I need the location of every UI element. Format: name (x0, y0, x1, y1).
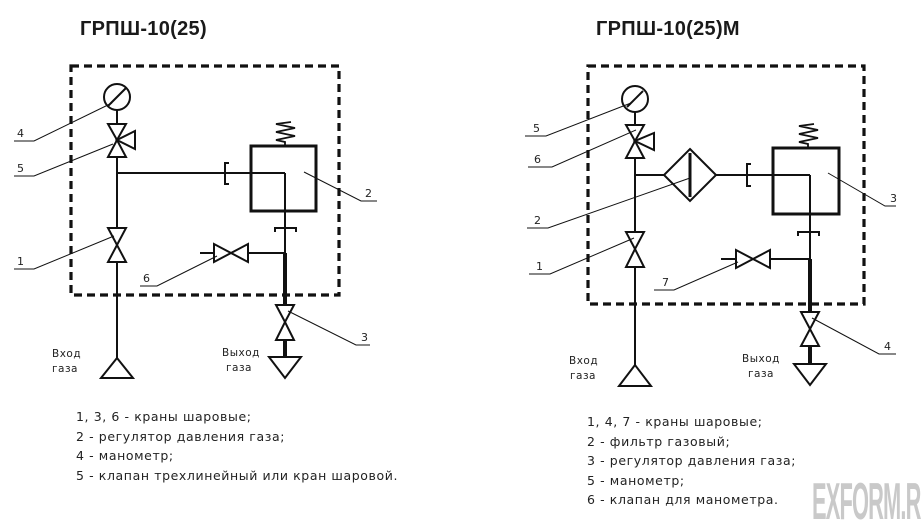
spring-icon (798, 123, 819, 148)
spring-icon (275, 121, 296, 146)
cabinet-boundary (586, 64, 866, 306)
callout-label: 2 (365, 187, 372, 200)
legend-item: 1, 3, 6 - краны шаровые; (76, 409, 252, 424)
callout-labels-left: 4 5 1 6 2 3 Вход газа Выход газа (17, 127, 372, 375)
ball-valve-icon (735, 248, 771, 270)
callout-labels-right: 5 6 2 1 7 3 4 Вход газа Выход газа (533, 122, 897, 382)
gas-filter-icon (662, 147, 718, 203)
gas-outlet-icon (791, 363, 829, 387)
callout-leaders (14, 102, 377, 346)
callout-label: 1 (536, 260, 543, 273)
diagram-title-grpsh-10-25: ГРПШ-10(25) (80, 18, 207, 40)
callout-label: 3 (361, 331, 368, 344)
callout-label: 4 (17, 127, 24, 140)
outlet-label: Выход (742, 353, 780, 365)
three-way-valve-icon (624, 124, 655, 159)
inlet-label: Вход (569, 355, 598, 367)
inlet-label: газа (570, 370, 596, 382)
gas-outlet-icon (266, 356, 304, 380)
legend-grpsh-10-25m: 1, 4, 7 - краны шаровые; 2 - фильтр газо… (587, 412, 796, 510)
callout-label: 3 (890, 192, 897, 205)
callout-label: 5 (533, 122, 540, 135)
callout-leaders (525, 102, 896, 355)
legend-item: 3 - регулятор давления газа; (587, 453, 797, 468)
callout-label: 5 (17, 162, 24, 175)
callout-label: 6 (143, 272, 150, 285)
ball-valve-icon (624, 231, 646, 268)
watermark: EXFORM.RU (812, 473, 921, 531)
ball-valve-icon (106, 227, 128, 263)
legend-item: 1, 4, 7 - краны шаровые; (587, 414, 763, 429)
legend-item: 5 - клапан трехлинейный или кран шаровой… (76, 467, 399, 483)
outlet-label: газа (748, 368, 774, 380)
pressure-gauge-icon (103, 83, 131, 111)
legend-grpsh-10-25: 1, 3, 6 - краны шаровые; 2 - регулятор д… (76, 407, 398, 485)
gas-inlet-icon (616, 363, 654, 387)
cabinet-boundary (69, 64, 341, 297)
inlet-label: газа (52, 363, 78, 375)
callout-label: 7 (662, 276, 669, 289)
inlet-label: Вход (52, 348, 81, 360)
schematic-grpsh-10-25 (14, 64, 377, 380)
flange-icon (797, 231, 820, 236)
legend-item: 4 - манометр; (76, 448, 174, 463)
flange-icon (224, 162, 229, 185)
callout-label: 1 (17, 255, 24, 268)
legend-item: 5 - манометр; (587, 472, 685, 488)
gas-inlet-icon (98, 356, 136, 379)
callout-label: 6 (534, 153, 541, 166)
ball-valve-icon (274, 304, 296, 341)
three-way-valve-icon (106, 123, 136, 158)
legend-item: 6 - клапан для манометра. (587, 492, 779, 507)
pressure-regulator-icon (249, 144, 318, 213)
legend-item: 2 - регулятор давления газа; (76, 428, 286, 444)
callout-label: 2 (534, 214, 541, 227)
flange-icon (746, 163, 751, 187)
ball-valve-icon (213, 242, 249, 264)
pressure-gauge-icon (621, 85, 649, 113)
ball-valve-icon (799, 311, 821, 347)
pressure-regulator-icon (771, 146, 841, 216)
diagram-title-grpsh-10-25m: ГРПШ-10(25)М (596, 18, 740, 40)
outlet-label: Выход (222, 347, 260, 359)
outlet-label: газа (226, 362, 252, 374)
legend-item: 2 - фильтр газовый; (587, 433, 731, 449)
schematic-grpsh-10-25m (525, 64, 896, 387)
callout-label: 4 (884, 340, 891, 353)
